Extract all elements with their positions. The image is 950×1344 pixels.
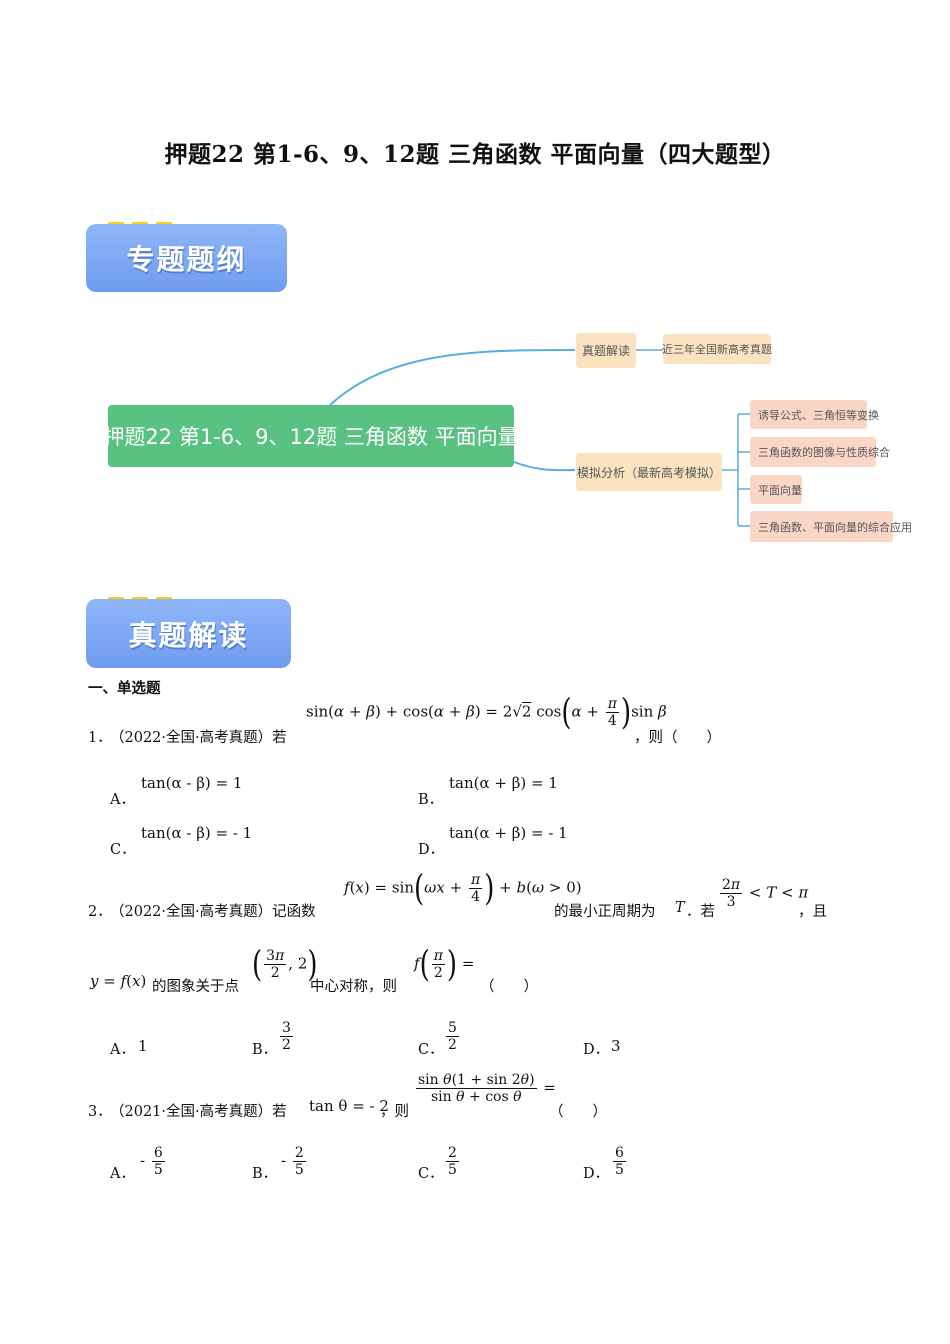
q3-condition: tan θ = - 2 xyxy=(309,1097,389,1115)
q2-mid-text: 的最小正周期为 xyxy=(554,904,656,920)
q2-line2-mid: 的图象关于点 xyxy=(152,979,239,995)
mindmap-leaf-4: 三角函数、平面向量的综合应用 xyxy=(750,511,912,542)
q3-ze: ，则 xyxy=(380,1104,409,1120)
q3-option-c-label[interactable]: C． xyxy=(418,1166,444,1182)
q2-ruo: ．若 xyxy=(686,904,715,920)
q1-option-d-label[interactable]: D． xyxy=(418,842,445,858)
mindmap-connectors xyxy=(329,349,750,527)
q1-number: 1． xyxy=(88,730,112,746)
q3-option-b-label[interactable]: B． xyxy=(252,1166,278,1182)
mindmap-root: 押题22 第1-6、9、12题 三角函数 平面向量 xyxy=(103,405,519,467)
q1-suffix: ，则（ ） xyxy=(634,730,721,746)
q2-option-d-label[interactable]: D． xyxy=(583,1042,610,1058)
q2-option-b-label[interactable]: B． xyxy=(252,1042,278,1058)
q1-option-c[interactable]: tan(α - β) = - 1 xyxy=(141,824,253,842)
q2-number: 2． xyxy=(88,904,112,920)
q3-option-d-label[interactable]: D． xyxy=(583,1166,610,1182)
reading-badge: 真题解读 xyxy=(86,599,291,668)
q1-option-c-label[interactable]: C． xyxy=(110,842,136,858)
q2-option-c-label[interactable]: C． xyxy=(418,1042,444,1058)
q1-option-a[interactable]: tan(α - β) = 1 xyxy=(141,774,243,792)
q3-number: 3． xyxy=(88,1104,112,1120)
mindmap-leaf-3: 平面向量 xyxy=(750,475,802,504)
mindmap-branch-zhenti: 真题解读 xyxy=(576,333,636,368)
q2-paren: （ ） xyxy=(480,979,538,995)
q3-paren: （ ） xyxy=(549,1104,607,1120)
outline-badge: 专题题纲 xyxy=(86,224,287,292)
q1-option-b-label[interactable]: B． xyxy=(418,792,444,808)
q1-option-d[interactable]: tan(α + β) = - 1 xyxy=(449,824,568,842)
q1-option-b[interactable]: tan(α + β) = 1 xyxy=(449,774,558,792)
q2-period-symbol: T xyxy=(675,900,685,916)
q3-expression: sin θ(1 + sin 2θ)sin θ + cos θ = xyxy=(416,1072,556,1105)
q2-option-d[interactable]: 3 xyxy=(611,1037,621,1055)
q1-option-a-label[interactable]: A． xyxy=(110,792,135,808)
q2-line2-y: y = f(x) xyxy=(90,972,147,990)
mindmap-leaf-recent-exams: 近三年全国新高考真题 xyxy=(662,334,772,364)
q2-line2-end: 中心对称，则 xyxy=(310,979,397,995)
q3-option-a-label[interactable]: A． xyxy=(110,1166,135,1182)
q2-source: （2022·全国·高考真题）记函数 xyxy=(110,904,316,920)
mindmap-branch-simulation: 模拟分析（最新高考模拟） xyxy=(576,453,722,491)
page-title: 押题22 第1-6、9、12题 三角函数 平面向量（四大题型） xyxy=(164,141,786,168)
q3-source: （2021·全国·高考真题）若 xyxy=(110,1104,287,1120)
q2-option-a[interactable]: 1 xyxy=(138,1037,148,1055)
mindmap-leaf-2: 三角函数的图像与性质综合 xyxy=(750,437,890,467)
section-heading: 一、单选题 xyxy=(88,681,161,697)
q2-option-a-label[interactable]: A． xyxy=(110,1042,135,1058)
q2-qie: ，且 xyxy=(798,904,827,920)
q1-source: （2022·全国·高考真题）若 xyxy=(110,730,287,746)
mindmap-leaf-1: 诱导公式、三角恒等变换 xyxy=(750,400,879,429)
